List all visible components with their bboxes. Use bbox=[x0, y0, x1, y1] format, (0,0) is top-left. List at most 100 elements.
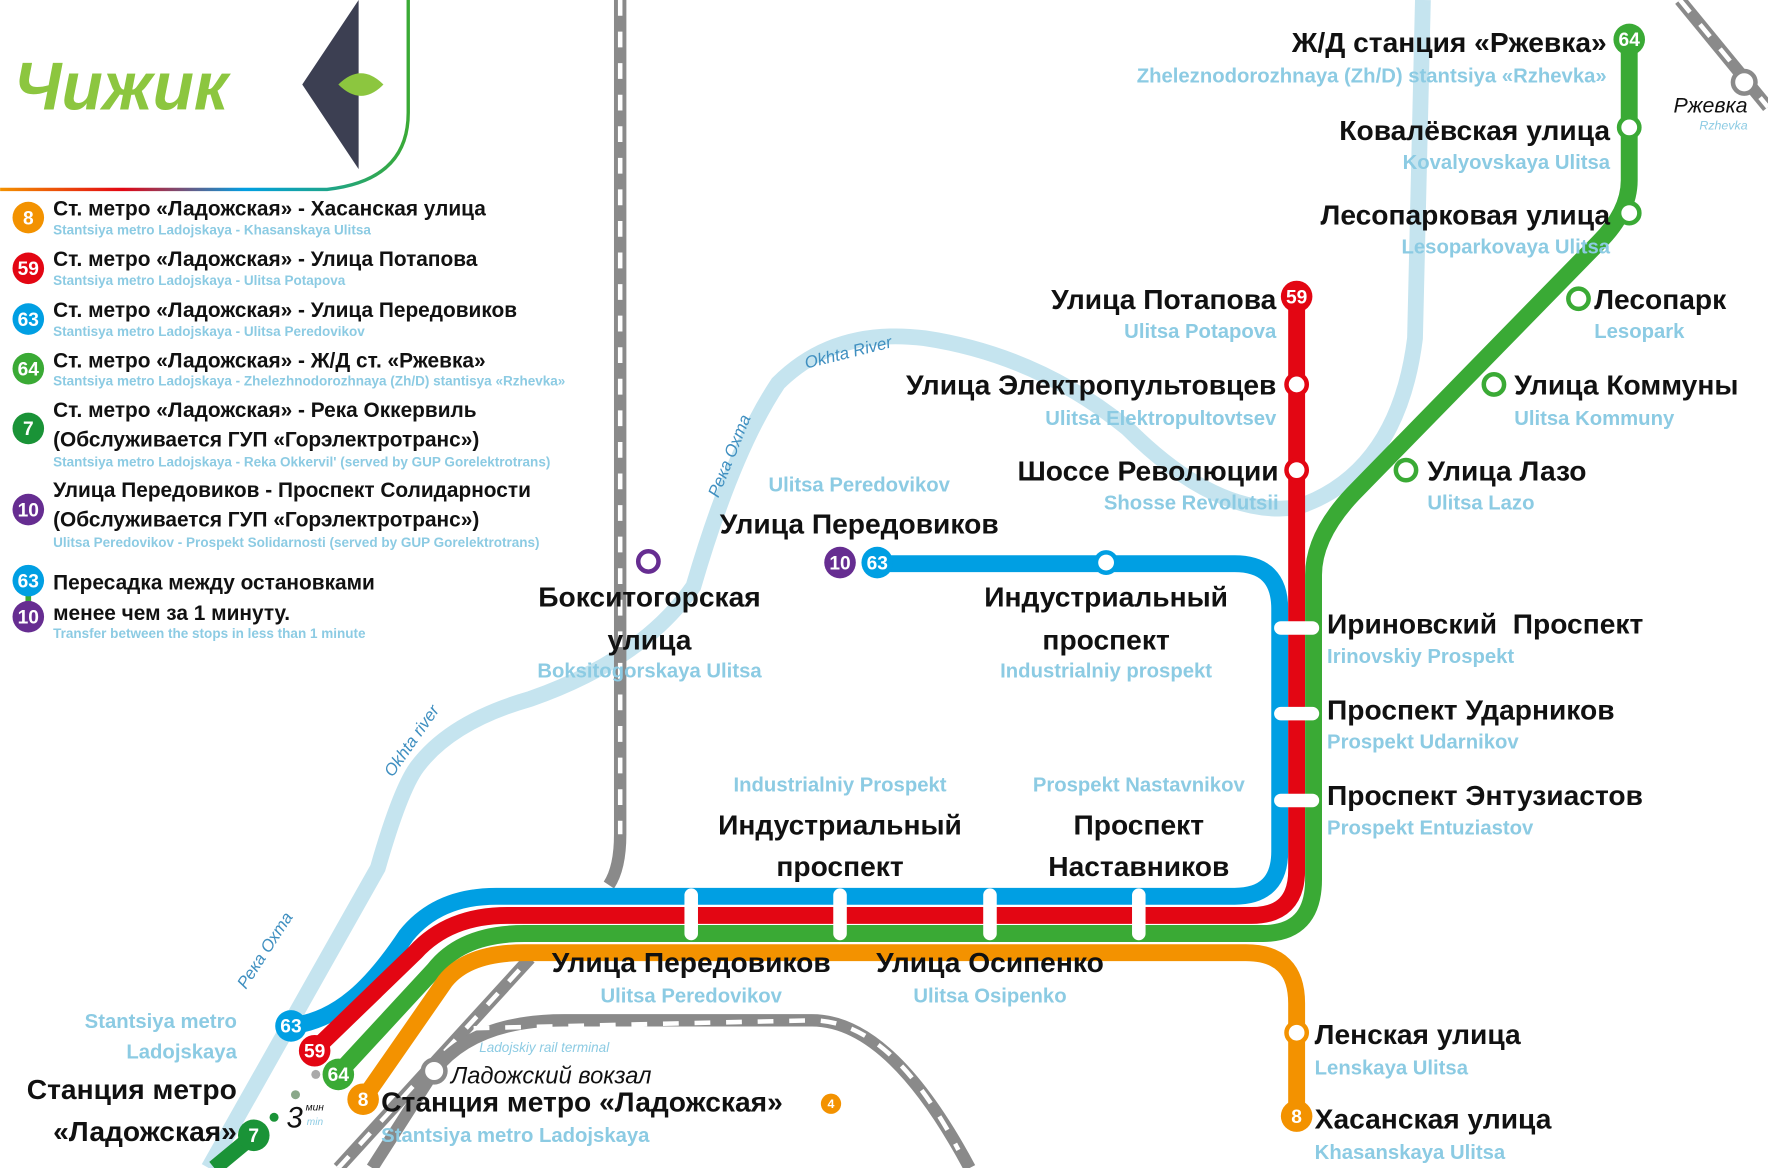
label-text: 63 bbox=[18, 571, 39, 592]
label-text: Ковалёвская улица bbox=[1339, 114, 1610, 146]
label-text: Улица Осипенко bbox=[876, 946, 1104, 978]
route-badge-59[interactable]: 59 bbox=[1280, 280, 1313, 313]
label-text: Улица Передовиков - Проспект Солидарност… bbox=[53, 479, 531, 502]
label-text: Проспект bbox=[1074, 808, 1205, 840]
route-badge-10[interactable]: 10 bbox=[824, 546, 856, 579]
label-text: 64 bbox=[18, 359, 40, 380]
station-ladozhskaya-main: Станция метро «Ладожская»Stantsiya metro… bbox=[381, 1086, 783, 1147]
label-text: Industrialniy prospekt bbox=[1000, 661, 1212, 683]
label-text: 3 bbox=[286, 1101, 303, 1134]
label-text: Ulitsa Peredovikov bbox=[600, 985, 782, 1007]
label-text: Lesoparkovaya Ulitsa bbox=[1402, 237, 1611, 259]
route-badge-64[interactable]: 64 bbox=[1613, 23, 1646, 56]
route-badge-63[interactable]: 63 bbox=[861, 546, 894, 579]
label-text: Улица Лазо bbox=[1427, 454, 1586, 486]
label-text: Stantsiya metro Ladojskaya - Reka Okkerv… bbox=[53, 455, 550, 470]
route-badge-63[interactable]: 63 bbox=[275, 1010, 307, 1042]
label-text: «Ладожская» bbox=[53, 1115, 237, 1147]
legend-item-8: 8 Ст. метро «Ладожская» - Хасанская улиц… bbox=[12, 197, 486, 238]
label-text: Пересадка между остановками bbox=[53, 572, 375, 595]
label-text: 59 bbox=[1286, 287, 1307, 308]
label-text: Ulitsa Kommuny bbox=[1514, 408, 1675, 430]
label-text: 64 bbox=[1619, 30, 1641, 51]
label-text: Zheleznodorozhnaya (Zh/D) stantsiya «Rzh… bbox=[1137, 65, 1607, 87]
label-text: 64 bbox=[328, 1065, 350, 1086]
label-text: Ст. метро «Ладожская» - Ж/Д ст. «Ржевка» bbox=[53, 350, 485, 373]
label-text: 10 bbox=[829, 553, 850, 574]
label-text: 8 bbox=[358, 1090, 369, 1111]
label-text: Ulitsa Elektropultovtsev bbox=[1045, 408, 1277, 430]
legend-item-10: 10 Улица Передовиков - Проспект Солидарн… bbox=[12, 479, 540, 550]
river-label: Река Охта bbox=[233, 909, 296, 992]
label-text: Stantsiya metro Ladojskaya - Khasanskaya… bbox=[53, 223, 371, 238]
label-text: 4 bbox=[828, 1097, 835, 1111]
route-badge-64[interactable]: 64 bbox=[322, 1058, 355, 1091]
station-labels: Ж/Д станция «Ржевка»Zheleznodorozhnaya (… bbox=[27, 26, 1748, 1164]
label-text: Stantsiya metro Ladojskaya - Ulitsa Pota… bbox=[53, 273, 346, 288]
route-badge-8[interactable]: 8 bbox=[347, 1083, 379, 1116]
legend-item-7: 7 Ст. метро «Ладожская» - Река Оккервиль… bbox=[12, 399, 550, 470]
label-text: 7 bbox=[23, 419, 34, 440]
label-text: проспект bbox=[1042, 623, 1170, 655]
label-text: Ulitsa Peredovikov bbox=[768, 475, 950, 497]
label-text: Улица Потапова bbox=[1051, 283, 1277, 315]
label-text: Industrialniy Prospekt bbox=[734, 774, 947, 796]
logo-text: Чижик bbox=[14, 49, 232, 124]
label-text: Ржевка bbox=[1673, 94, 1747, 118]
label-text: 63 bbox=[18, 310, 39, 331]
label-text: менее чем за 1 минуту. bbox=[53, 602, 290, 625]
label-text: Ст. метро «Ладожская» - Хасанская улица bbox=[53, 197, 486, 220]
label-text: Stantsiya metro Ladojskaya - Zhelezhnodo… bbox=[53, 374, 565, 389]
label-text: 63 bbox=[280, 1017, 301, 1038]
label-text: Бокситогорская bbox=[538, 581, 760, 613]
route-badge-8[interactable]: 8 bbox=[1280, 1100, 1313, 1132]
label-text: Stantsiya metro bbox=[85, 1011, 237, 1033]
label-text: Улица Передовиков bbox=[552, 946, 831, 978]
legend-item-63: 63 Ст. метро «Ладожская» - Улица Передов… bbox=[12, 299, 517, 339]
label-text: Станция метро bbox=[27, 1073, 237, 1105]
route-badge-7[interactable]: 7 bbox=[237, 1119, 270, 1152]
label-text: Ст. метро «Ладожская» - Река Оккервиль bbox=[53, 399, 476, 422]
legend-item-59: 59 Ст. метро «Ладожская» - Улица Потапов… bbox=[12, 248, 478, 288]
label-text: Лесопарковая улица bbox=[1321, 198, 1611, 230]
label-text: Stantsiya metro Ladojskaya bbox=[381, 1125, 650, 1147]
route-badge-59[interactable]: 59 bbox=[298, 1034, 331, 1067]
label-text: Ulitsa Lazo bbox=[1427, 493, 1534, 515]
label-text: Индустриальный bbox=[984, 581, 1228, 613]
stop-markers bbox=[420, 68, 1758, 1085]
label-text: (Обслуживается ГУП «Горэлектротранс») bbox=[53, 509, 479, 532]
label-text: Prospekt Udarnikov bbox=[1327, 732, 1519, 754]
label-text: Lesopark bbox=[1594, 321, 1685, 343]
label-text: Ст. метро «Ладожская» - Улица Передовико… bbox=[53, 299, 517, 322]
label-text: Prospekt Entuziastov bbox=[1327, 817, 1534, 839]
walk-time: 3 мин min bbox=[269, 1069, 324, 1134]
label-text: Улица Электропультовцев bbox=[906, 369, 1276, 401]
label-text: 8 bbox=[23, 208, 34, 229]
label-text: проспект bbox=[776, 850, 904, 882]
label-text: Ulitsa Osipenko bbox=[913, 985, 1066, 1007]
label-text: Наставников bbox=[1048, 850, 1229, 882]
logo: Чижик bbox=[0, 0, 410, 192]
route-63-line bbox=[289, 555, 1289, 1035]
station-rzhevka-rail: Ж/Д станция «Ржевка»Zheleznodorozhnaya (… bbox=[1137, 26, 1607, 87]
label-text: Shosse Revolutsii bbox=[1104, 493, 1279, 515]
transfer-markers bbox=[684, 621, 1320, 941]
label-text: 10 bbox=[18, 500, 39, 521]
